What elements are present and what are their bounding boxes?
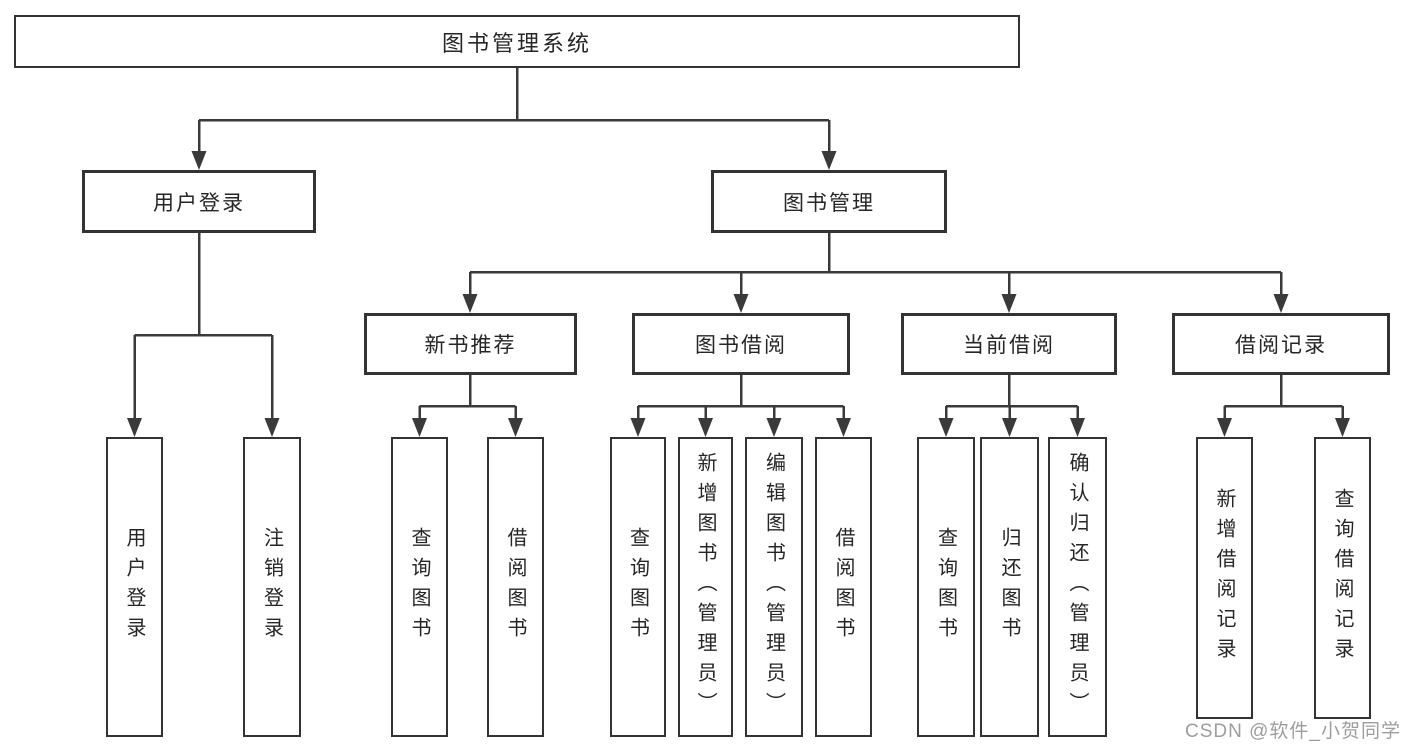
node-library-management-system: 图书管理系统 [14,15,1020,68]
leaf-borrow-query-books: 查询图书 [610,437,666,737]
node-book-borrowing: 图书借阅 [632,313,850,375]
leaf-add-books-admin: 新增图书（管理员） [678,437,733,737]
node-current-borrowing: 当前借阅 [901,313,1117,375]
leaf-edit-books-admin: 编辑图书（管理员） [745,437,803,737]
node-user-login: 用户登录 [82,170,316,233]
node-book-management: 图书管理 [711,170,947,233]
leaf-logout: 注销登录 [243,437,301,737]
leaf-recommend-query-books: 查询图书 [391,437,448,737]
node-new-book-recommendation: 新书推荐 [364,313,577,375]
leaf-return-books: 归还图书 [980,437,1039,737]
leaf-recommend-borrow-books: 借阅图书 [487,437,544,737]
leaf-user-login: 用户登录 [106,437,163,737]
leaf-current-query-books: 查询图书 [917,437,975,737]
leaf-query-borrow-record: 查询借阅记录 [1314,437,1371,719]
watermark: CSDN @软件_小贺同学 [1185,721,1401,742]
leaf-confirm-return-admin: 确认归还（管理员） [1048,437,1107,737]
leaf-add-borrow-record: 新增借阅记录 [1196,437,1253,719]
node-borrowing-records: 借阅记录 [1172,313,1390,375]
leaf-borrow-books: 借阅图书 [815,437,872,737]
